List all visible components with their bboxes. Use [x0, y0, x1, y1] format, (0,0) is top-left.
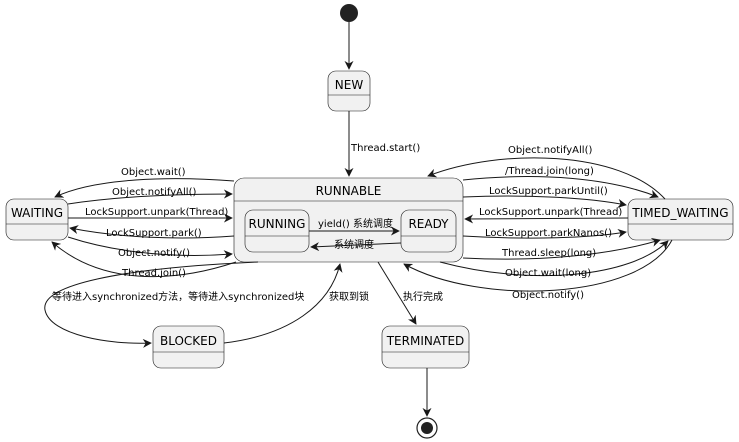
edge-timed-to-runnable-notifyall	[427, 157, 666, 200]
label-object-notify-left: Object.notify()	[118, 248, 190, 259]
edge-runnable-to-waiting-join	[51, 241, 237, 278]
state-terminated: TERMINATED	[381, 325, 470, 369]
label-thread-join: Thread.join()	[121, 268, 186, 279]
label-thread-sleep: Thread.sleep(long)	[501, 248, 596, 259]
state-ready-label: READY	[408, 217, 449, 231]
state-blocked: BLOCKED	[152, 325, 225, 369]
label-execution-complete: 执行完成	[403, 290, 443, 303]
state-blocked-label: BLOCKED	[160, 334, 217, 348]
state-terminated-label: TERMINATED	[386, 334, 465, 348]
label-thread-join-long: /Thread.join(long)	[505, 166, 594, 177]
label-object-wait: Object.wait()	[121, 167, 186, 178]
edge-blocked-to-runnable	[223, 263, 343, 344]
label-yield: yield() 系统调度	[318, 217, 393, 230]
label-system-schedule: 系统调度	[334, 238, 374, 251]
edge-timed-to-runnable-notify	[403, 239, 673, 292]
label-object-notify-right: Object.notify()	[512, 290, 584, 301]
edge-runnable-to-terminated	[377, 261, 417, 325]
label-unpark-left: LockSupport.unpark(Thread)	[85, 207, 228, 218]
label-object-wait-long: Object.wait(long)	[505, 268, 591, 279]
state-new-label: NEW	[335, 78, 364, 92]
edge-runnable-to-timed-sleep	[462, 238, 661, 260]
edge-runnable-to-waiting-park	[69, 225, 235, 239]
label-acquire-lock: 获取到锁	[329, 290, 369, 303]
end-node	[416, 417, 438, 439]
label-object-notifyall-right: Object.notifyAll()	[508, 145, 592, 156]
state-running: RUNNING	[244, 209, 310, 253]
label-park-until: LockSupport.parkUntil()	[489, 186, 608, 197]
label-wait-synchronized: 等待进入synchronized方法，等待进入synchronized块	[52, 290, 304, 303]
state-timed-waiting: TIMED_WAITING	[627, 198, 734, 241]
state-ready: READY	[400, 209, 457, 253]
edge-waiting-to-runnable-notifyall	[67, 189, 233, 205]
state-new: NEW	[327, 70, 371, 112]
label-thread-start: Thread.start()	[350, 143, 420, 154]
label-park-nanos: LockSupport.parkNanos()	[485, 228, 612, 239]
edge-runnable-to-timed-parkuntil	[462, 195, 627, 208]
edge-waiting-to-runnable-notify	[67, 236, 233, 260]
state-timed-waiting-label: TIMED_WAITING	[631, 206, 728, 220]
state-waiting-label: WAITING	[11, 206, 63, 220]
edge-runnable-to-timed-parknanos	[462, 228, 627, 239]
edge-runnable-to-waiting-wait	[54, 178, 235, 198]
state-waiting: WAITING	[5, 198, 69, 241]
edge-ready-to-running	[310, 242, 402, 252]
start-node	[340, 4, 358, 22]
label-object-notifyall-left: Object.notifyAll()	[112, 187, 196, 198]
edge-runnable-to-timed-wait	[439, 240, 669, 277]
label-park: LockSupport.park()	[106, 228, 202, 239]
label-unpark-right: LockSupport.unpark(Thread)	[479, 207, 622, 218]
edge-runnable-to-timed-join	[462, 176, 659, 199]
state-runnable-label: RUNNABLE	[316, 184, 382, 198]
edge-timed-to-runnable-unpark	[464, 214, 629, 224]
edge-runnable-to-blocked	[44, 261, 259, 348]
state-running-label: RUNNING	[249, 217, 306, 231]
